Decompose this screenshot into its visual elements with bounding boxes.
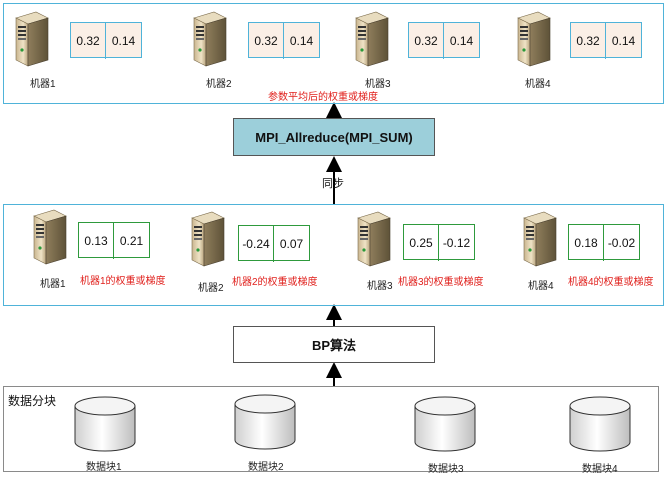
mid-machine-label-2: 机器2 (198, 283, 224, 294)
database-cylinder-icon (74, 396, 136, 452)
local-weights-panel (3, 204, 664, 306)
top-machine-label-2: 机器2 (206, 79, 232, 90)
value-cell: 0.14 (449, 34, 474, 48)
top-values-3: 0.32 0.14 (408, 22, 480, 59)
value-cell: 0.25 (404, 225, 439, 261)
database-cylinder-icon (569, 396, 631, 452)
value-cell: 0.32 (409, 23, 444, 59)
value-cell: 0.14 (289, 34, 314, 48)
value-cell: -0.02 (607, 236, 636, 250)
top-machine-3 (350, 10, 390, 73)
top-values-1: 0.32 0.14 (70, 22, 142, 59)
mid-values-3: 0.25 -0.12 (403, 224, 475, 261)
top-machine-label-4: 机器4 (525, 79, 551, 90)
mid-values-4: 0.18 -0.02 (568, 224, 640, 261)
mid-machine-2 (186, 210, 226, 273)
value-cell: 0.32 (249, 23, 284, 59)
value-cell: -0.12 (442, 236, 471, 250)
mid-values-1: 0.13 0.21 (78, 222, 150, 259)
mid-values-2: -0.24 0.07 (238, 225, 310, 262)
data-block-2 (233, 394, 297, 457)
bp-algorithm-box: BP算法 (233, 326, 435, 363)
mid-machine-1 (28, 208, 68, 271)
top-values-4: 0.32 0.14 (570, 22, 642, 59)
server-icon (357, 211, 391, 267)
averaged-caption: 参数平均后的权重或梯度 (268, 92, 378, 103)
value-cell: 0.13 (79, 223, 114, 259)
averaged-weights-panel (3, 3, 664, 104)
server-icon (355, 11, 389, 67)
server-icon (33, 209, 67, 265)
data-block-3 (413, 396, 477, 459)
server-icon (193, 11, 227, 67)
mid-machine-label-1: 机器1 (40, 279, 66, 290)
server-icon (15, 11, 49, 67)
top-machine-label-1: 机器1 (30, 79, 56, 90)
database-cylinder-icon (414, 396, 476, 452)
top-machine-label-3: 机器3 (365, 79, 391, 90)
server-icon (523, 211, 557, 267)
data-block-label-1: 数据块1 (86, 462, 122, 473)
server-icon (517, 11, 551, 67)
mid-machine-label-4: 机器4 (528, 281, 554, 292)
data-block-label-2: 数据块2 (248, 462, 284, 473)
mid-machine-3 (352, 210, 392, 273)
top-machine-4 (512, 10, 552, 73)
value-cell: 0.21 (119, 234, 144, 248)
mid-machine-4 (518, 210, 558, 273)
data-chunks-panel (3, 386, 659, 472)
data-chunks-title: 数据分块 (8, 394, 57, 408)
server-icon (191, 211, 225, 267)
value-cell: 0.18 (569, 225, 604, 261)
mid-caption-1: 机器1的权重或梯度 (80, 276, 166, 287)
top-machine-2 (188, 10, 228, 73)
value-cell: 0.32 (571, 23, 606, 59)
value-cell: -0.24 (239, 226, 274, 262)
mid-caption-3: 机器3的权重或梯度 (398, 277, 484, 288)
value-cell: 0.14 (111, 34, 136, 48)
data-block-label-4: 数据块4 (582, 464, 618, 475)
mid-caption-2: 机器2的权重或梯度 (232, 277, 318, 288)
data-block-label-3: 数据块3 (428, 464, 464, 475)
top-machine-1 (10, 10, 50, 73)
data-block-1 (73, 396, 137, 459)
mid-caption-4: 机器4的权重或梯度 (568, 277, 654, 288)
value-cell: 0.07 (279, 237, 304, 251)
database-cylinder-icon (234, 394, 296, 450)
mpi-allreduce-box: MPI_Allreduce(MPI_SUM) (233, 118, 435, 156)
value-cell: 0.14 (611, 34, 636, 48)
data-block-4 (568, 396, 632, 459)
mid-machine-label-3: 机器3 (367, 281, 393, 292)
top-values-2: 0.32 0.14 (248, 22, 320, 59)
sync-label: 同步 (322, 178, 344, 190)
value-cell: 0.32 (71, 23, 106, 59)
